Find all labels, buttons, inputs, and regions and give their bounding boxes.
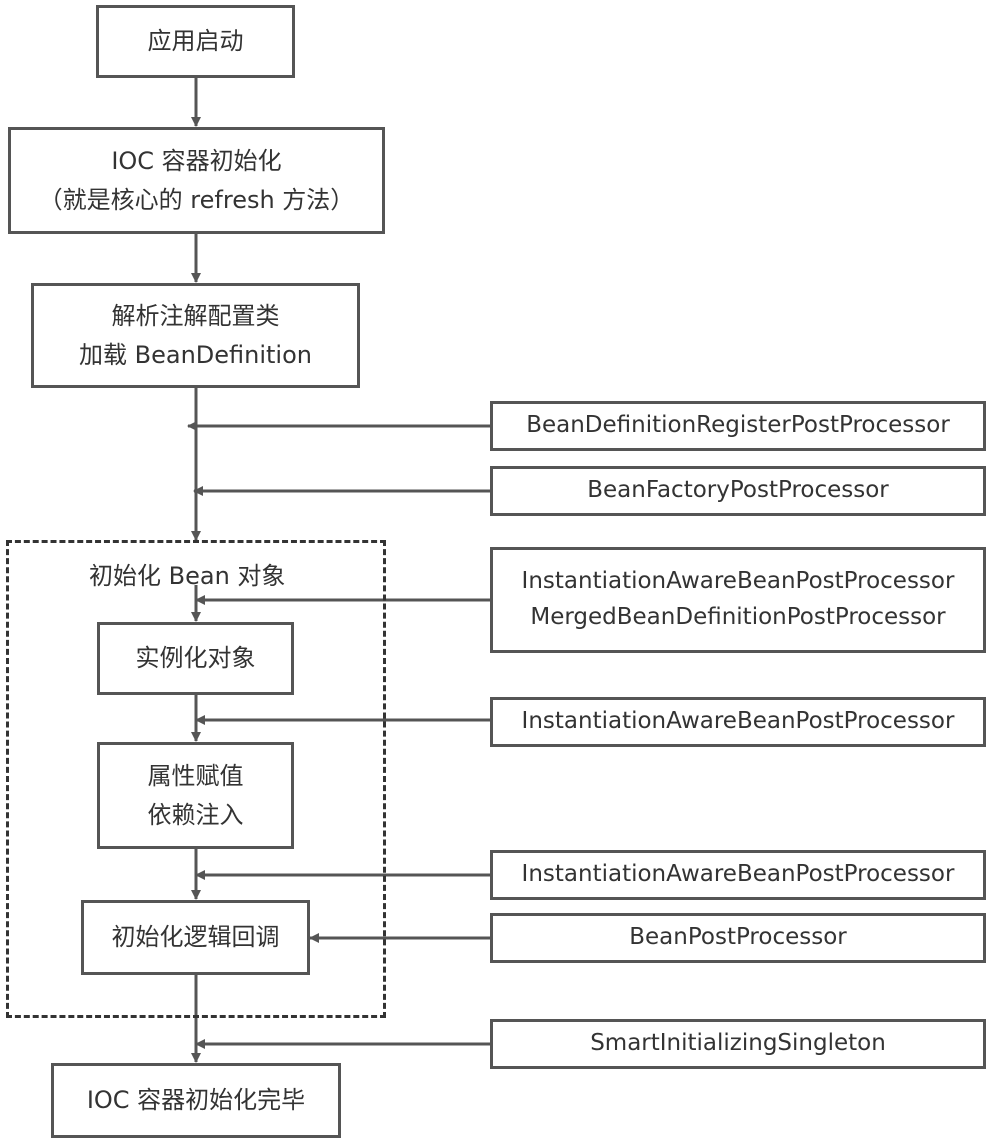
step-ioc-init-line1: IOC 容器初始化 xyxy=(111,147,282,176)
step-parse-config-line1: 解析注解配置类 xyxy=(111,302,280,331)
bean-init-group xyxy=(6,540,386,1018)
step-ioc-init: IOC 容器初始化 （就是核心的 refresh 方法） xyxy=(8,127,385,234)
step-instantiate-label: 实例化对象 xyxy=(135,644,256,673)
processor-p3-line2: MergedBeanDefinitionPostProcessor xyxy=(530,604,946,630)
step-init-callback: 初始化逻辑回调 xyxy=(81,900,310,975)
step-parse-config: 解析注解配置类 加载 BeanDefinition xyxy=(31,283,360,388)
step-app-start: 应用启动 xyxy=(96,5,295,78)
step-ioc-done: IOC 容器初始化完毕 xyxy=(51,1063,341,1138)
processor-bean-post: BeanPostProcessor xyxy=(490,913,986,963)
step-parse-config-line2: 加载 BeanDefinition xyxy=(79,340,312,369)
processor-instantiation-merged: InstantiationAwareBeanPostProcessor Merg… xyxy=(490,547,986,653)
step-init-callback-label: 初始化逻辑回调 xyxy=(111,923,280,952)
bean-init-group-title: 初始化 Bean 对象 xyxy=(89,562,286,590)
processor-bean-definition-register: BeanDefinitionRegisterPostProcessor xyxy=(490,401,986,451)
processor-p7-label: SmartInitializingSingleton xyxy=(590,1030,886,1057)
processor-p4-label: InstantiationAwareBeanPostProcessor xyxy=(521,708,955,735)
processor-p3-line1: InstantiationAwareBeanPostProcessor xyxy=(521,568,955,595)
processor-p1-label: BeanDefinitionRegisterPostProcessor xyxy=(526,412,950,439)
processor-p5-label: InstantiationAwareBeanPostProcessor xyxy=(521,861,955,888)
step-instantiate: 实例化对象 xyxy=(97,622,294,695)
step-populate-line1: 属性赋值 xyxy=(147,762,244,791)
processor-p6-label: BeanPostProcessor xyxy=(629,924,847,951)
step-ioc-done-label: IOC 容器初始化完毕 xyxy=(86,1086,306,1115)
step-ioc-init-line2: （就是核心的 refresh 方法） xyxy=(38,185,355,214)
processor-p2-label: BeanFactoryPostProcessor xyxy=(587,477,889,504)
processor-bean-factory: BeanFactoryPostProcessor xyxy=(490,466,986,516)
step-populate: 属性赋值 依赖注入 xyxy=(97,742,294,849)
step-populate-line2: 依赖注入 xyxy=(147,800,244,829)
processor-instantiation-aware-1: InstantiationAwareBeanPostProcessor xyxy=(490,697,986,747)
step-app-start-label: 应用启动 xyxy=(147,27,244,56)
processor-instantiation-aware-2: InstantiationAwareBeanPostProcessor xyxy=(490,850,986,900)
processor-smart-initializing-singleton: SmartInitializingSingleton xyxy=(490,1019,986,1069)
